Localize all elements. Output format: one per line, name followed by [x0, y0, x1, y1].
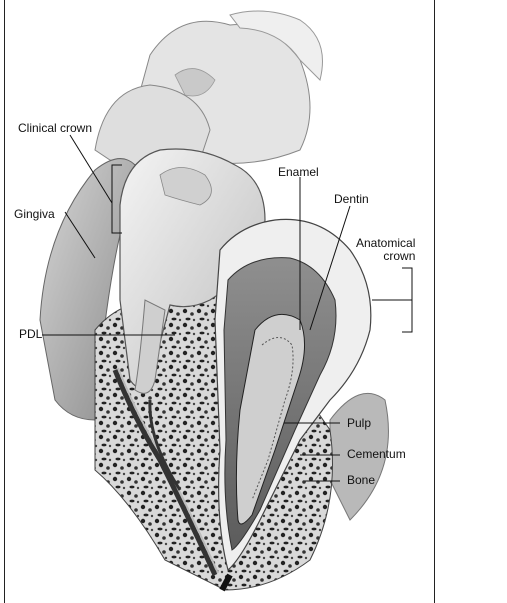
label-cementum: Cementum — [347, 448, 406, 461]
label-anatomical-crown: Anatomical crown — [356, 237, 415, 263]
label-enamel: Enamel — [278, 166, 319, 179]
label-gingiva: Gingiva — [14, 208, 55, 221]
label-clinical-crown: Clinical crown — [18, 122, 92, 135]
label-pdl: PDL — [19, 328, 42, 341]
background-teeth — [95, 11, 323, 165]
label-dentin: Dentin — [334, 193, 369, 206]
label-pulp: Pulp — [347, 417, 371, 430]
label-bone: Bone — [347, 474, 375, 487]
